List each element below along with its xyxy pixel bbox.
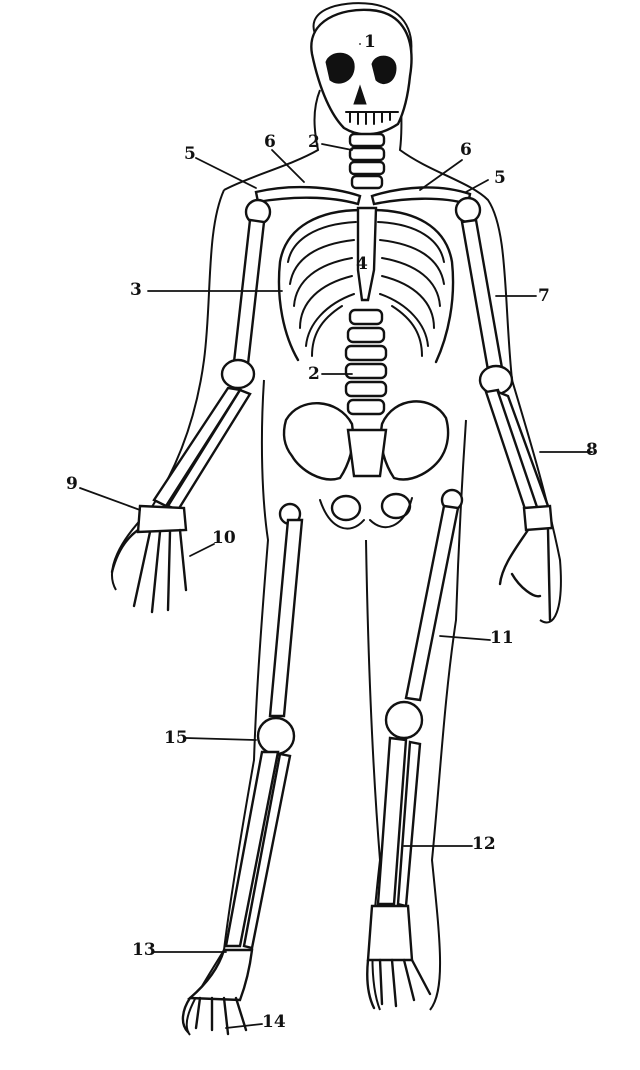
body-outline bbox=[111, 2, 562, 1036]
label-3-ribs: 3 bbox=[130, 280, 142, 300]
label-6-left: 6 bbox=[264, 132, 276, 152]
label-10-fingers: 10 bbox=[212, 528, 236, 548]
label-2-lumbar: 2 bbox=[308, 364, 320, 384]
leader-6-right bbox=[419, 159, 463, 191]
label-13-ankle: 13 bbox=[132, 940, 156, 960]
label-12-tibia: 12 bbox=[472, 834, 496, 854]
label-7-humerus: 7 bbox=[538, 286, 550, 306]
leader-11 bbox=[439, 635, 491, 641]
label-5-right: 5 bbox=[494, 168, 506, 188]
right-arm bbox=[460, 218, 554, 622]
skull bbox=[310, 8, 413, 136]
lumbar-spine bbox=[344, 308, 388, 416]
sternum bbox=[356, 206, 378, 302]
pelvis bbox=[282, 400, 450, 530]
label-9-wrist: 9 bbox=[66, 474, 78, 494]
leader-9 bbox=[79, 487, 141, 511]
leader-5-left bbox=[195, 157, 257, 189]
leader-lines bbox=[79, 43, 593, 1029]
leader-15 bbox=[185, 737, 257, 741]
left-leg bbox=[181, 502, 304, 1036]
label-8-forearm: 8 bbox=[586, 440, 598, 460]
leader-6-left bbox=[271, 149, 305, 183]
label-11-femur: 11 bbox=[490, 628, 514, 648]
label-2-neck: 2 bbox=[308, 132, 320, 152]
label-4-sternum: 4 bbox=[356, 254, 368, 274]
leader-2-neck bbox=[321, 143, 353, 151]
leader-5-right bbox=[465, 179, 489, 193]
label-14-toes: 14 bbox=[262, 1012, 286, 1032]
label-5-left: 5 bbox=[184, 144, 196, 164]
rib-cage bbox=[277, 206, 455, 364]
label-6-right: 6 bbox=[460, 140, 472, 160]
label-15-knee: 15 bbox=[164, 728, 188, 748]
left-clavicle bbox=[254, 185, 362, 206]
label-1-skull: 1 bbox=[364, 32, 376, 52]
right-leg bbox=[366, 488, 464, 1010]
left-arm bbox=[110, 218, 266, 614]
right-shoulder-joint bbox=[454, 196, 482, 224]
cervical-spine bbox=[348, 132, 386, 190]
leader-14 bbox=[225, 1023, 263, 1029]
leader-10 bbox=[189, 543, 215, 557]
